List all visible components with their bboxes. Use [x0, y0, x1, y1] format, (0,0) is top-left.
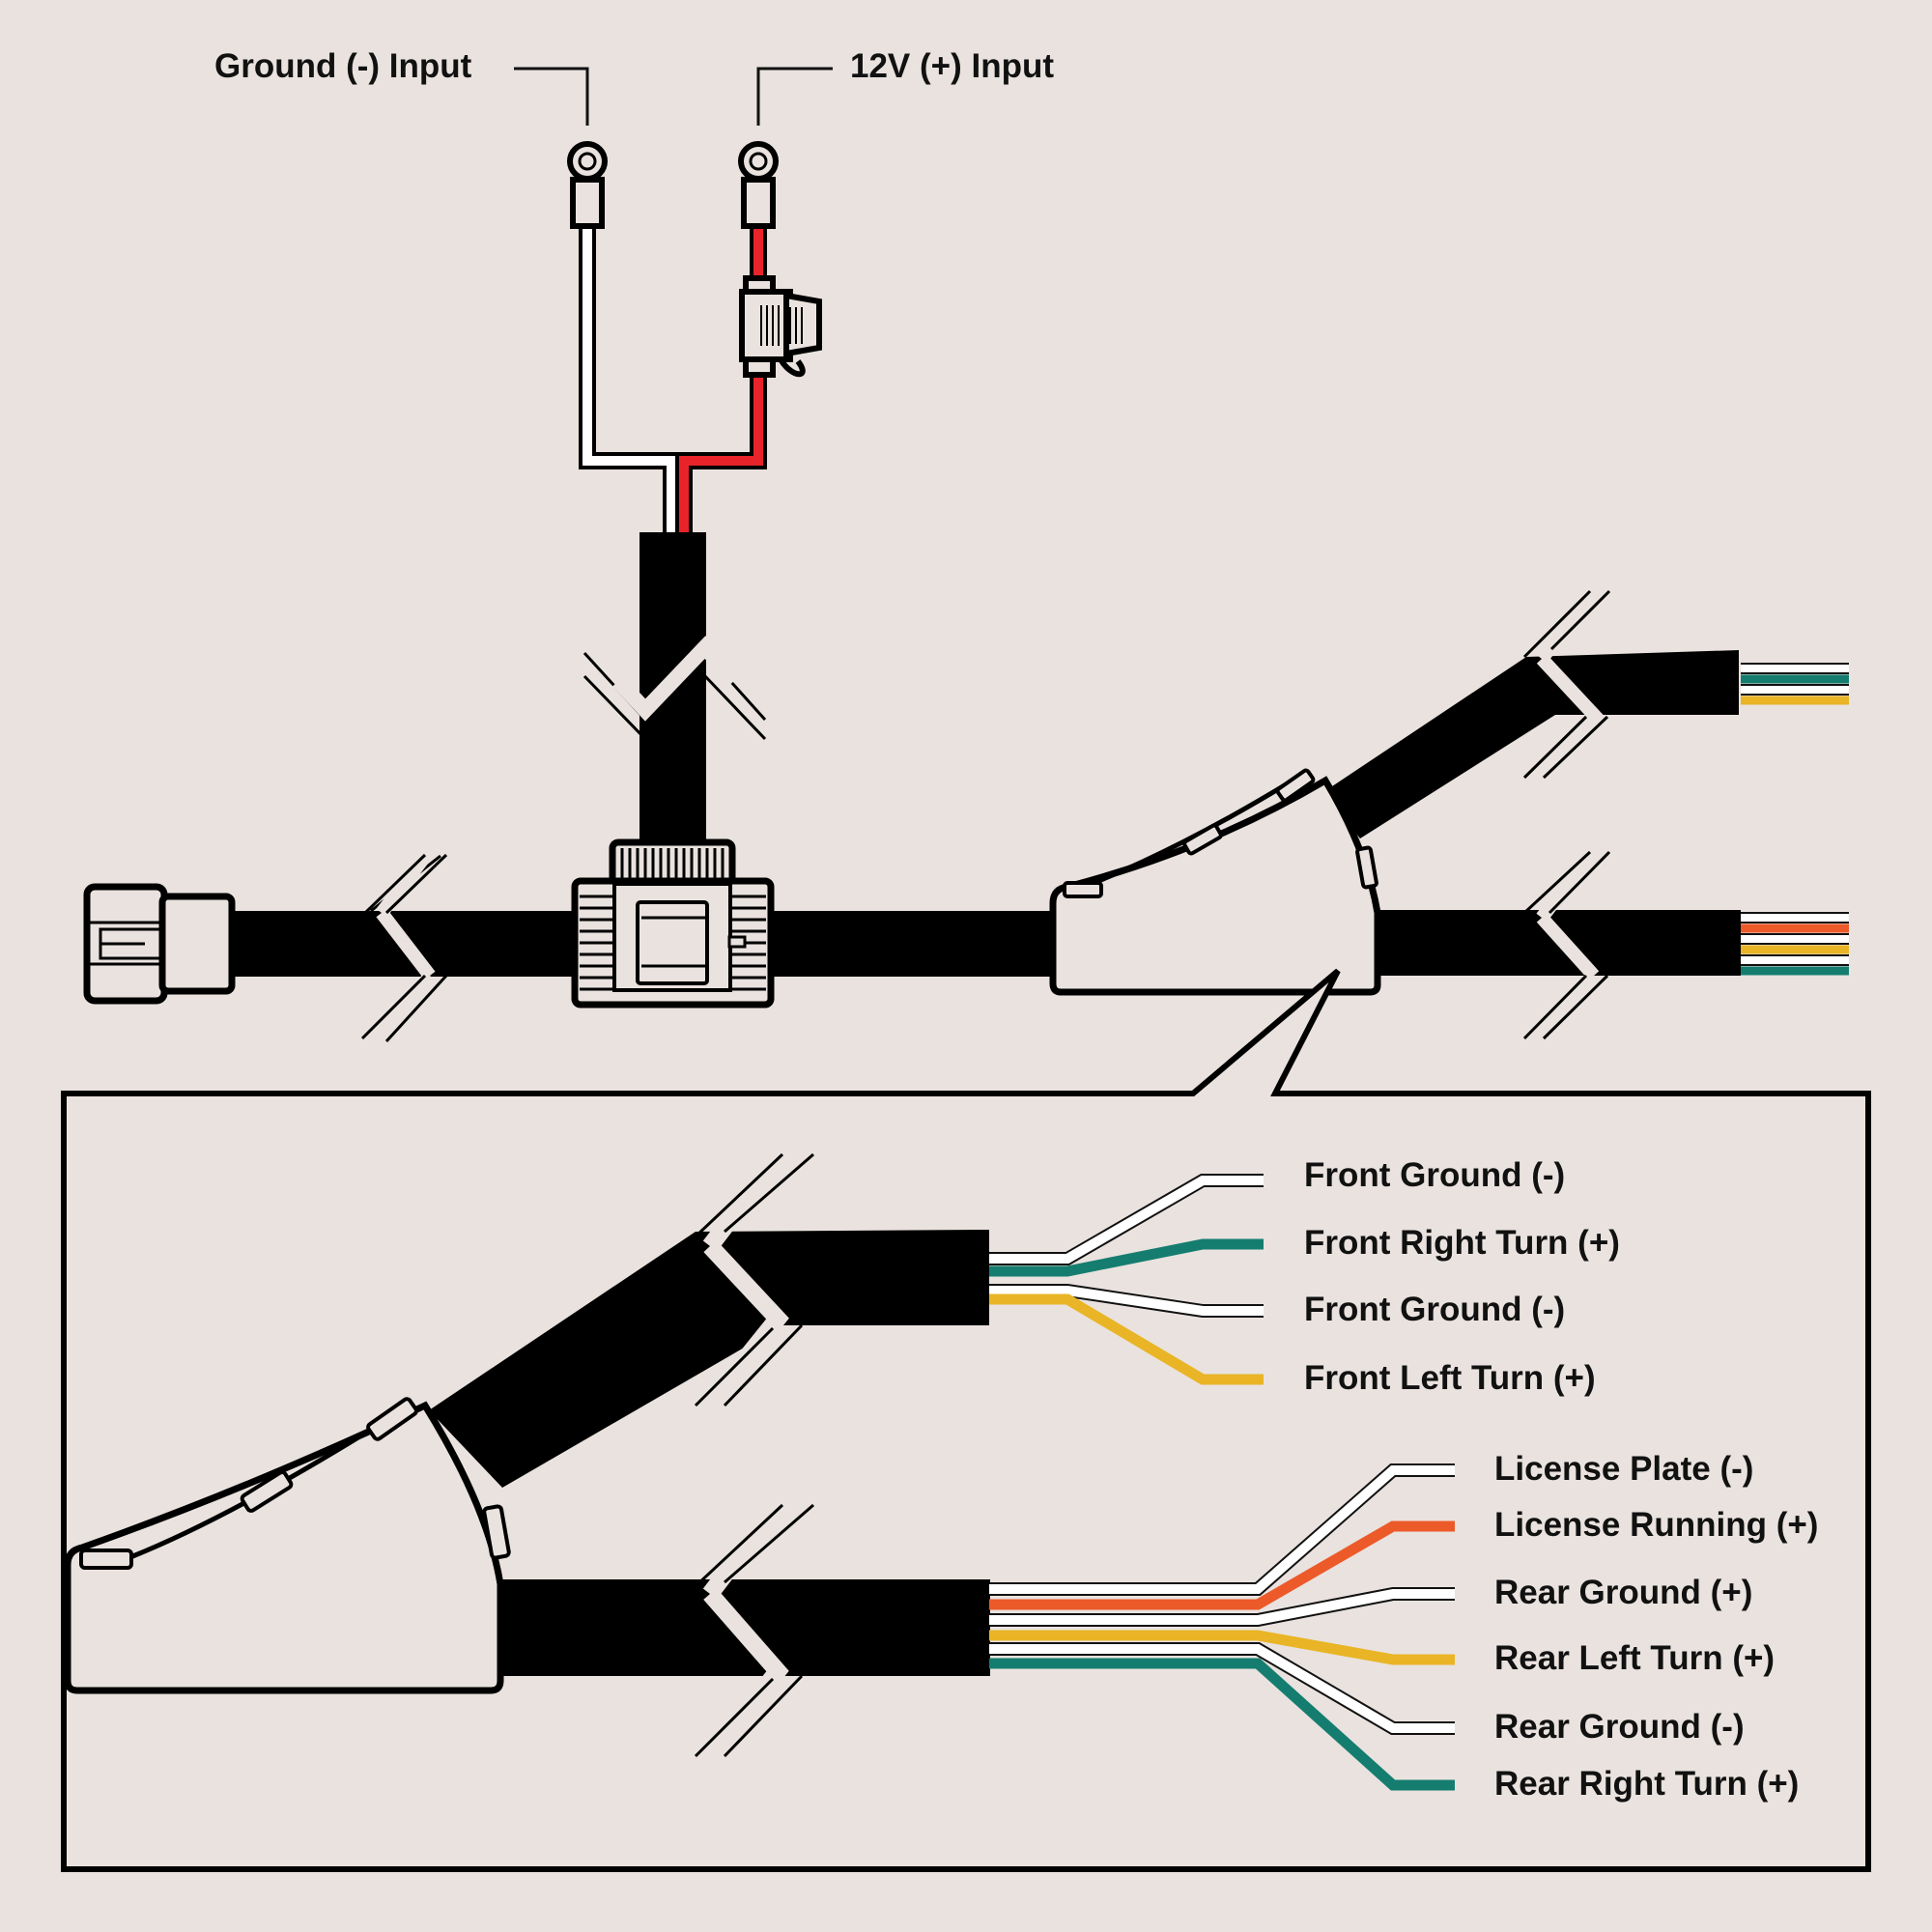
rear-fan-wire-teal: [989, 1658, 1455, 1791]
rear-wire-fan: [989, 1463, 1455, 1791]
detail-rear-break-mark: [694, 1503, 814, 1762]
inline-fuse-holder-icon: [739, 275, 822, 378]
wire-label: Rear Ground (-): [1494, 1708, 1745, 1746]
front-wire-fan: [989, 1174, 1264, 1385]
rear-fan-wire-white: [989, 1587, 1455, 1627]
vertical-break-mark: [582, 636, 767, 742]
wire-label: Front Right Turn (+): [1304, 1224, 1620, 1262]
left-break-mark: [360, 845, 448, 1043]
rear-wire-stubs: [1741, 912, 1849, 976]
wire-label: License Plate (-): [1494, 1450, 1753, 1488]
power-input-label: 12V (+) Input: [850, 47, 1054, 85]
front-fan-wire-yellow: [989, 1293, 1264, 1385]
wire-label: Front Ground (-): [1304, 1156, 1565, 1194]
front-fan-wire-teal: [989, 1238, 1264, 1277]
ground-ring-terminal-icon: [567, 141, 608, 229]
detail-front-break-mark: [694, 1152, 814, 1408]
front-wire-labels: Front Ground (-) Front Right Turn (+) Fr…: [1304, 1156, 1620, 1397]
connector-plug-icon: [83, 883, 236, 1005]
wire-label: Front Left Turn (+): [1304, 1359, 1596, 1397]
y-splitter-icon: [1049, 768, 1381, 996]
ground-wire: [579, 224, 680, 536]
ground-leader-line: [514, 67, 589, 126]
rear-fan-wire-white: [989, 1463, 1455, 1596]
power-ring-terminal-icon: [738, 141, 779, 229]
rear-fan-wire-orange: [989, 1520, 1455, 1610]
wire-label: Rear Left Turn (+): [1494, 1639, 1775, 1677]
ground-input-label: Ground (-) Input: [214, 47, 472, 85]
wire-label: Rear Ground (+): [1494, 1574, 1752, 1611]
rear-fan-wire-white: [989, 1642, 1455, 1735]
wire-label: License Running (+): [1494, 1506, 1818, 1544]
front-branch-cable: [1323, 650, 1739, 838]
control-module-icon: [571, 838, 775, 1009]
front-break-mark: [1522, 589, 1611, 780]
rear-break-mark: [1522, 850, 1611, 1043]
detail-front-branch-cable: [429, 1230, 989, 1488]
front-fan-wire-white: [989, 1284, 1264, 1318]
wire-label: Front Ground (-): [1304, 1291, 1565, 1328]
detail-y-splitter-icon: [64, 1397, 511, 1694]
front-wire-stubs: [1741, 663, 1849, 705]
front-fan-wire-white: [989, 1174, 1264, 1265]
rear-wire-labels: License Plate (-) License Running (+) Re…: [1494, 1450, 1818, 1803]
power-leader-line: [756, 67, 833, 126]
rear-fan-wire-yellow: [989, 1630, 1455, 1665]
wire-label: Rear Right Turn (+): [1494, 1765, 1799, 1803]
